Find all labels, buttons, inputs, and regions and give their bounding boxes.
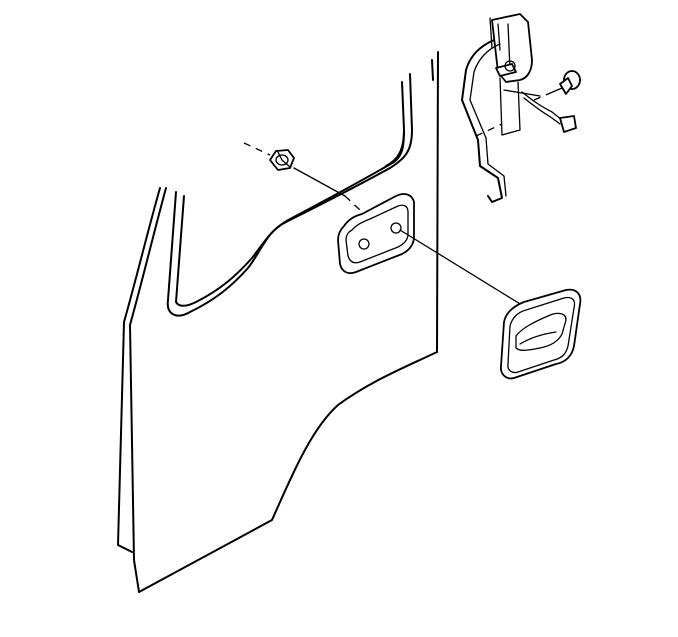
window-frame [166, 73, 413, 317]
door-panel [117, 51, 439, 593]
door-handle-pocket [337, 193, 415, 275]
rod-alignment-line [475, 123, 503, 137]
retaining-nut [269, 149, 295, 171]
latch-mechanism [489, 13, 541, 136]
actuator-rod [461, 39, 507, 203]
screw [533, 70, 581, 101]
electrical-connector [521, 91, 577, 133]
alignment-lines [243, 142, 531, 311]
inside-handle [500, 288, 582, 380]
